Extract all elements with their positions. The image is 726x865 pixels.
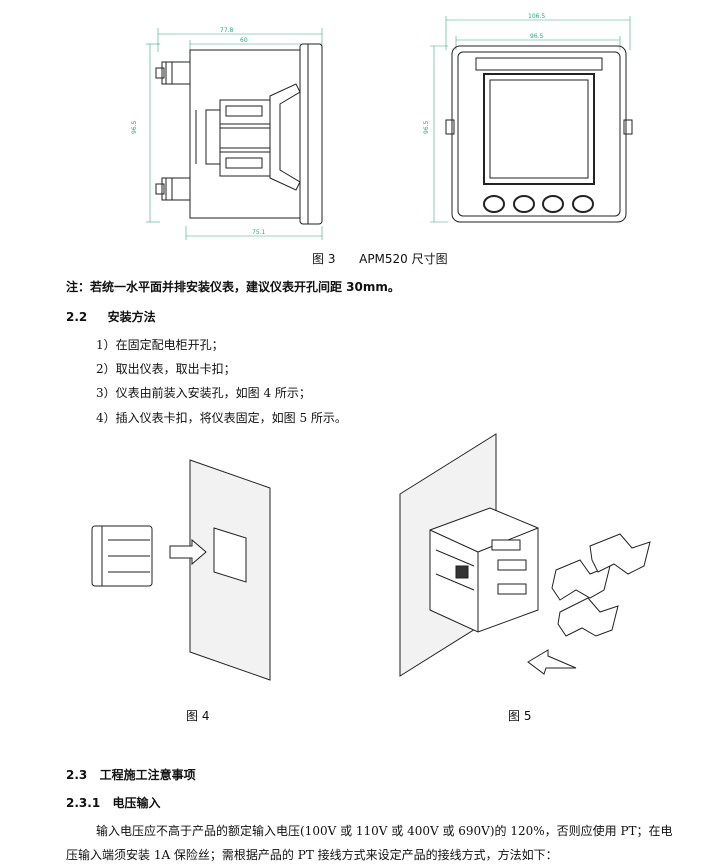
voltage-paragraph-line-2: 压输入端须安装 1A 保险丝；需根据产品的 PT 接线方式来设定产品的接线方式，…: [66, 848, 558, 862]
side-view-drawing: [146, 28, 323, 240]
figure3-caption-label: 图 3: [312, 252, 336, 266]
dim-side-top-inner: 60: [240, 37, 248, 44]
section-2-3-1-heading: 2.3.1 电压输入: [66, 794, 161, 811]
section-2-2-title: 安装方法: [107, 310, 156, 324]
figure3-caption: 图 3 APM520 尺寸图: [312, 250, 448, 267]
figure3-caption-title: APM520 尺寸图: [359, 252, 448, 266]
figure5-drawing: [399, 433, 651, 677]
section-2-2-number: 2.2: [66, 310, 88, 324]
dim-front-left: 96.5: [423, 120, 430, 134]
dim-front-top-inner: 96.5: [530, 33, 544, 40]
voltage-paragraph-line-1: 输入电压应不高于产品的额定输入电压(100V 或 110V 或 400V 或 6…: [96, 824, 673, 838]
dim-side-top-outer: 77.8: [220, 27, 234, 34]
section-2-3-1-number: 2.3.1: [66, 796, 101, 810]
dim-front-top-outer: 106.5: [528, 13, 545, 20]
installation-note: 注：若统一水平面并排安装仪表，建议仪表开孔间距 30mm。: [66, 280, 400, 294]
install-step-3: 3）仪表由前装入安装孔，如图 4 所示；: [96, 386, 311, 400]
section-2-3-1-title: 电压输入: [112, 796, 161, 810]
dim-side-left: 96.5: [131, 120, 138, 134]
section-2-3-number: 2.3: [66, 768, 88, 782]
install-step-2: 2）取出仪表，取出卡扣；: [96, 362, 236, 376]
install-step-4: 4）插入仪表卡扣，将仪表固定，如图 5 所示。: [96, 411, 347, 425]
figure5-caption: 图 5: [508, 709, 532, 723]
section-2-3-heading: 2.3 工程施工注意事项: [66, 766, 196, 783]
section-2-2-heading: 2.2 安装方法: [66, 308, 156, 325]
install-step-1: 1）在固定配电柜开孔；: [96, 338, 224, 352]
front-view-drawing: [430, 16, 633, 223]
section-2-3-title: 工程施工注意事项: [99, 768, 196, 782]
dim-side-bottom: 75.1: [252, 229, 266, 236]
figure4-caption: 图 4: [186, 709, 210, 723]
figure4-drawing: [91, 459, 271, 681]
